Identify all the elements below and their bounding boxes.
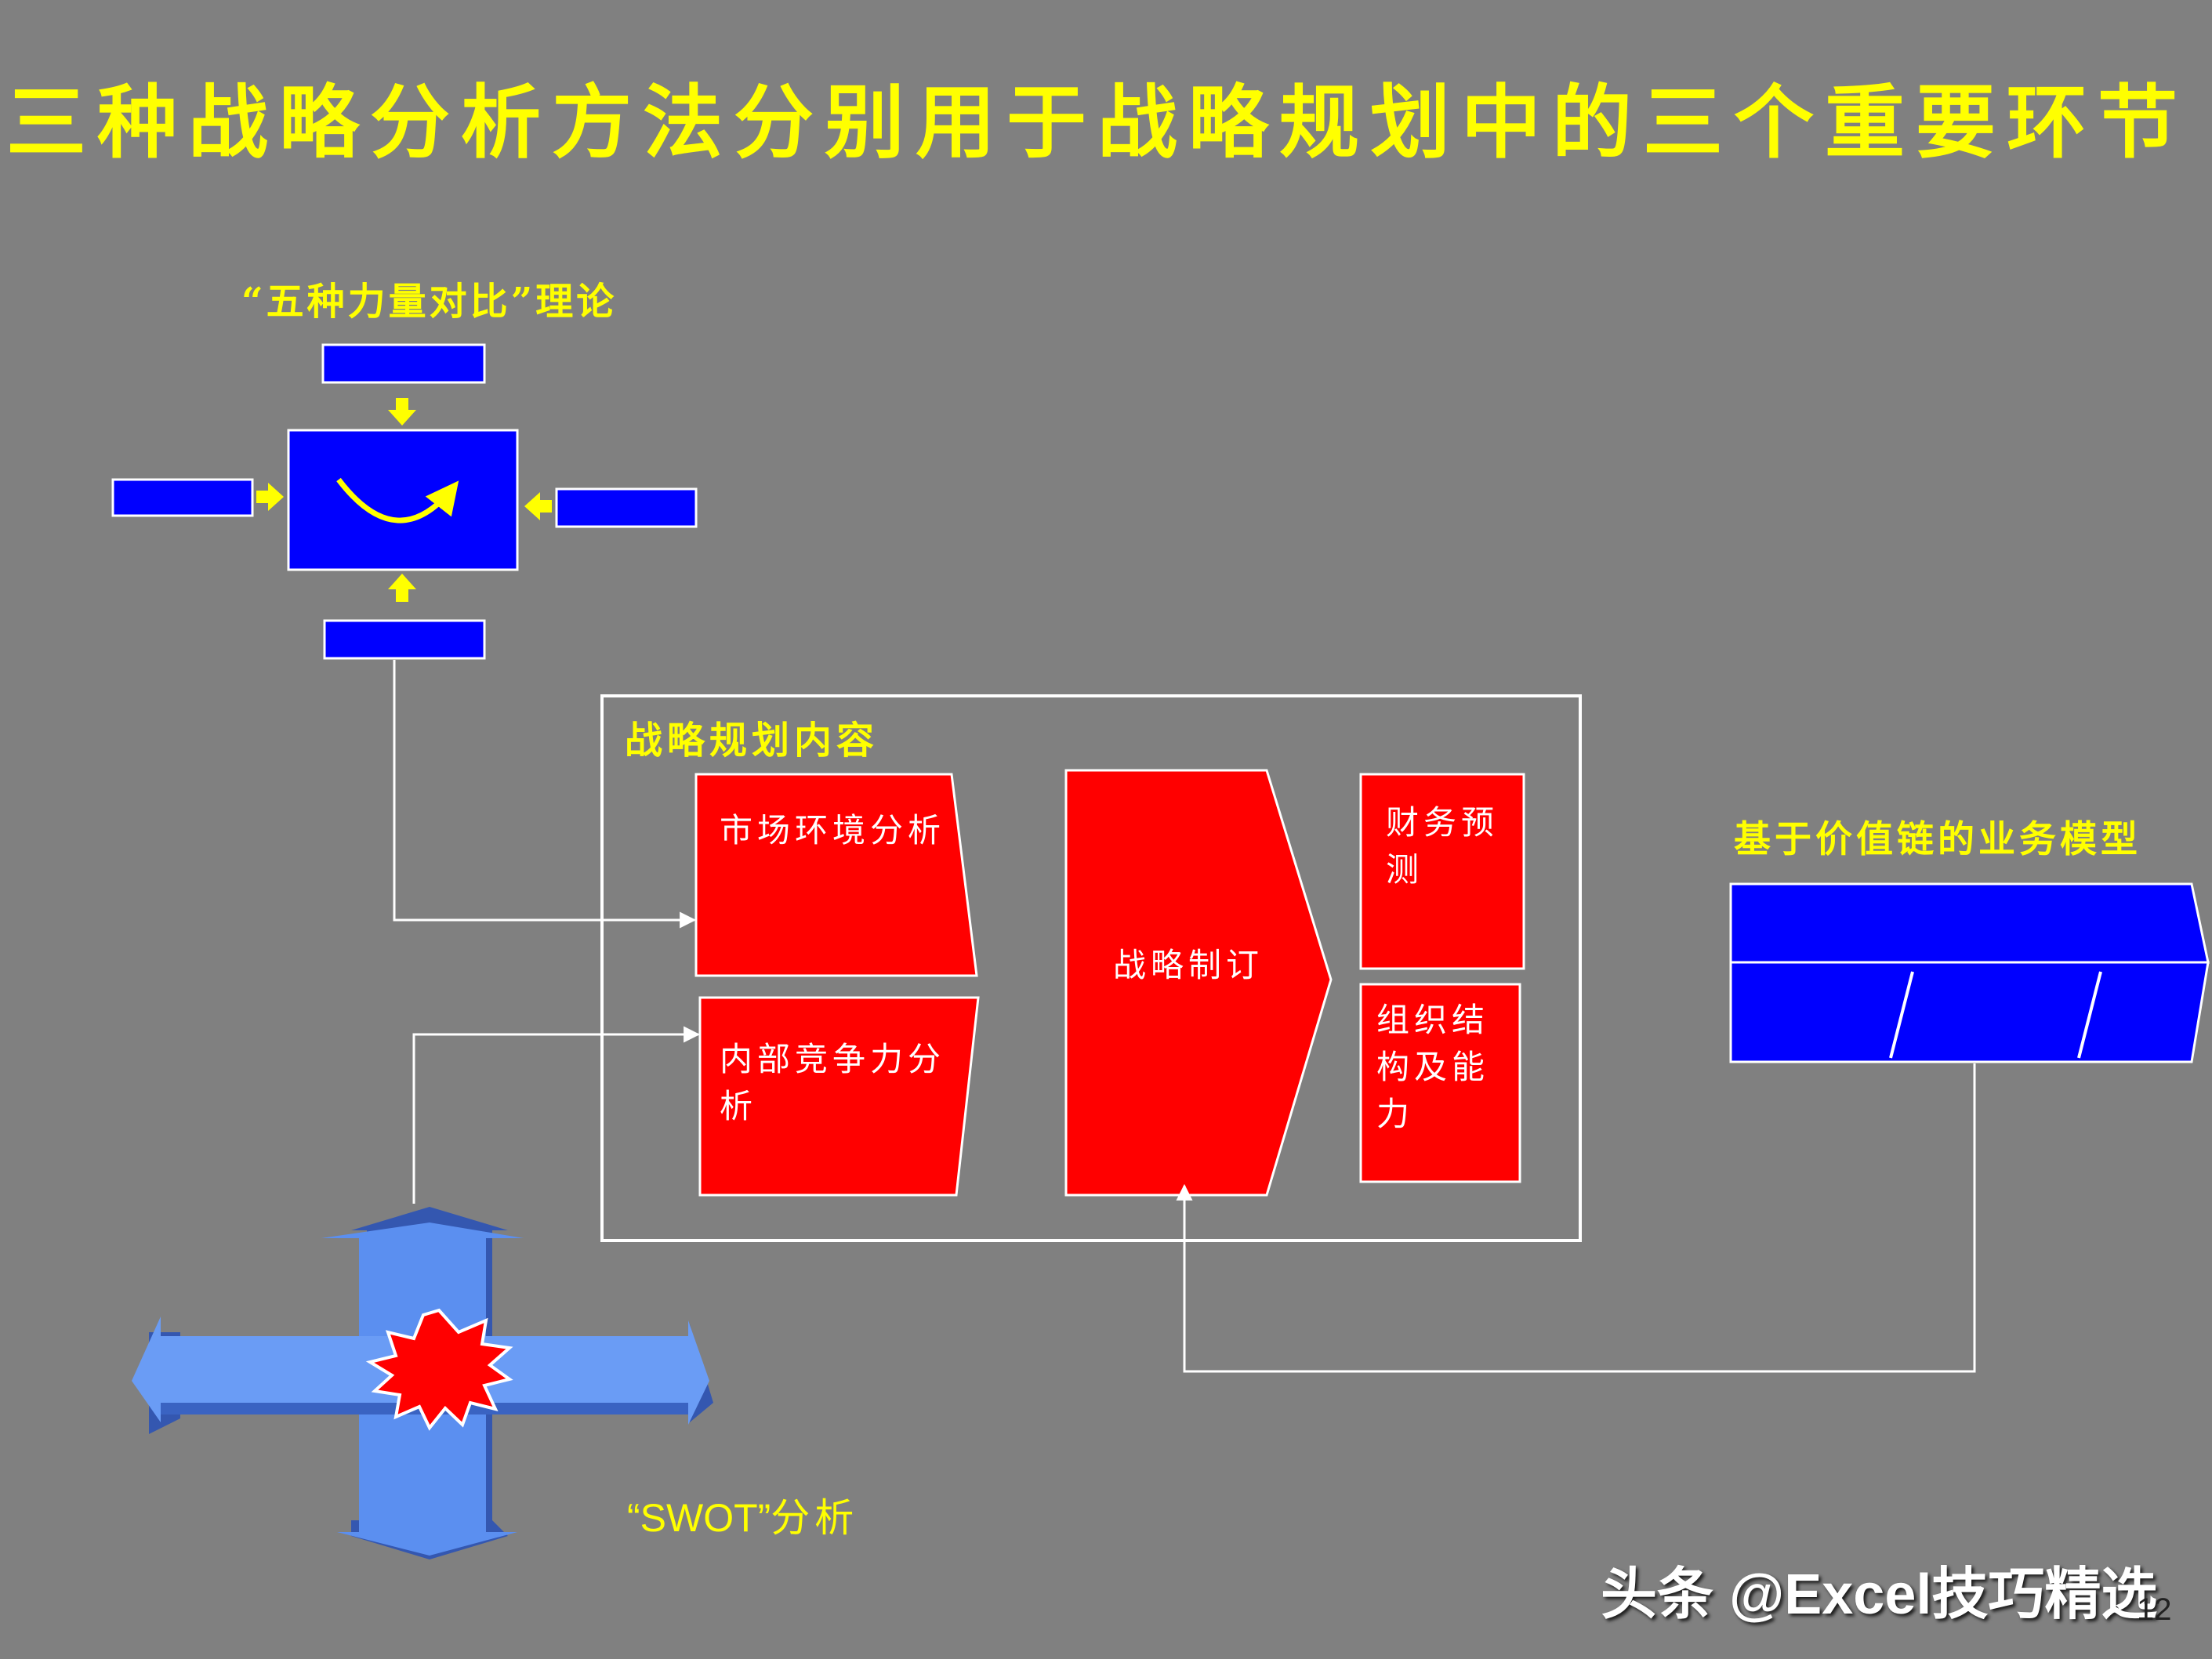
value-chain-divider-2 [2077,971,2102,1059]
five-forces-center-box [287,429,519,571]
financial-forecast-box [1359,773,1525,970]
swot-label: “SWOT”分析 [627,1487,858,1543]
strategy-making-box [1064,769,1333,1197]
value-chain-top-band [1729,882,2210,964]
value-chain-model [1729,882,2210,1063]
swot-cross-arrows [132,1207,713,1559]
connector-swot-to-internal [412,1026,701,1204]
value-chain-bottom-band [1729,961,2210,1063]
arrow-down-icon [388,398,416,426]
financial-forecast-text: 财务预测 [1386,803,1499,889]
arrow-right-icon [256,483,284,511]
five-forces-label: “五种力量对比”理论 [241,280,618,324]
internal-analysis-text: 内部竞争力分析 [720,1040,946,1125]
market-analysis-box [694,773,978,977]
arrow-left-icon [524,492,552,520]
org-structure-text: 组织结构及能力 [1376,1001,1490,1133]
five-forces-right-box [555,487,698,528]
five-forces-top-box [321,343,486,384]
swot-label-prefix: “SWOT” [627,1496,771,1540]
watermark: 头条 @Excel技巧精选 [1601,1563,2158,1626]
swot-burst-icon [365,1308,513,1431]
internal-analysis-box [698,996,980,1197]
five-forces-left-box [111,478,254,517]
value-chain-divider-1 [1889,971,1914,1059]
market-analysis-text: 市场环境分析 [720,811,946,849]
arrow-up-icon [388,574,416,602]
strategy-planning-frame [600,694,1582,1242]
connector-five-forces-to-market [393,660,697,929]
page-title: 三种战略分析方法分别用于战略规划中的三个重要环节 [6,76,2188,170]
value-chain-label: 基于价值链的业务模型 [1734,818,2141,861]
strategy-content-label: 战略规划内容 [625,719,879,762]
connector-value-chain-to-strategy [1176,1063,1976,1373]
five-forces-bottom-box [323,619,486,660]
five-forces-diagram [111,343,698,660]
strategy-making-text: 战略制订 [1113,946,1264,984]
rivalry-curve-icon [336,477,459,523]
org-structure-box [1359,983,1521,1183]
page-number: 12 [2137,1592,2172,1627]
swot-label-suffix: 分析 [771,1495,859,1541]
